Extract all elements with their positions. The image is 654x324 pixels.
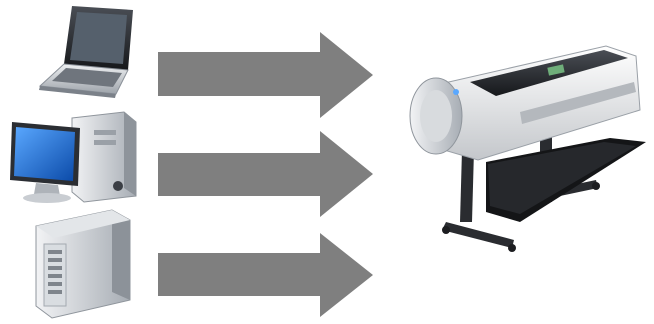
arrow-right-icon [158, 233, 373, 317]
laptop-icon [39, 6, 133, 98]
server-tower-icon [36, 210, 130, 318]
large-format-printer-icon [410, 46, 646, 252]
desktop-computer-icon [10, 112, 136, 203]
arrow-right-icon [158, 131, 373, 217]
arrow-right-icon [158, 32, 373, 118]
